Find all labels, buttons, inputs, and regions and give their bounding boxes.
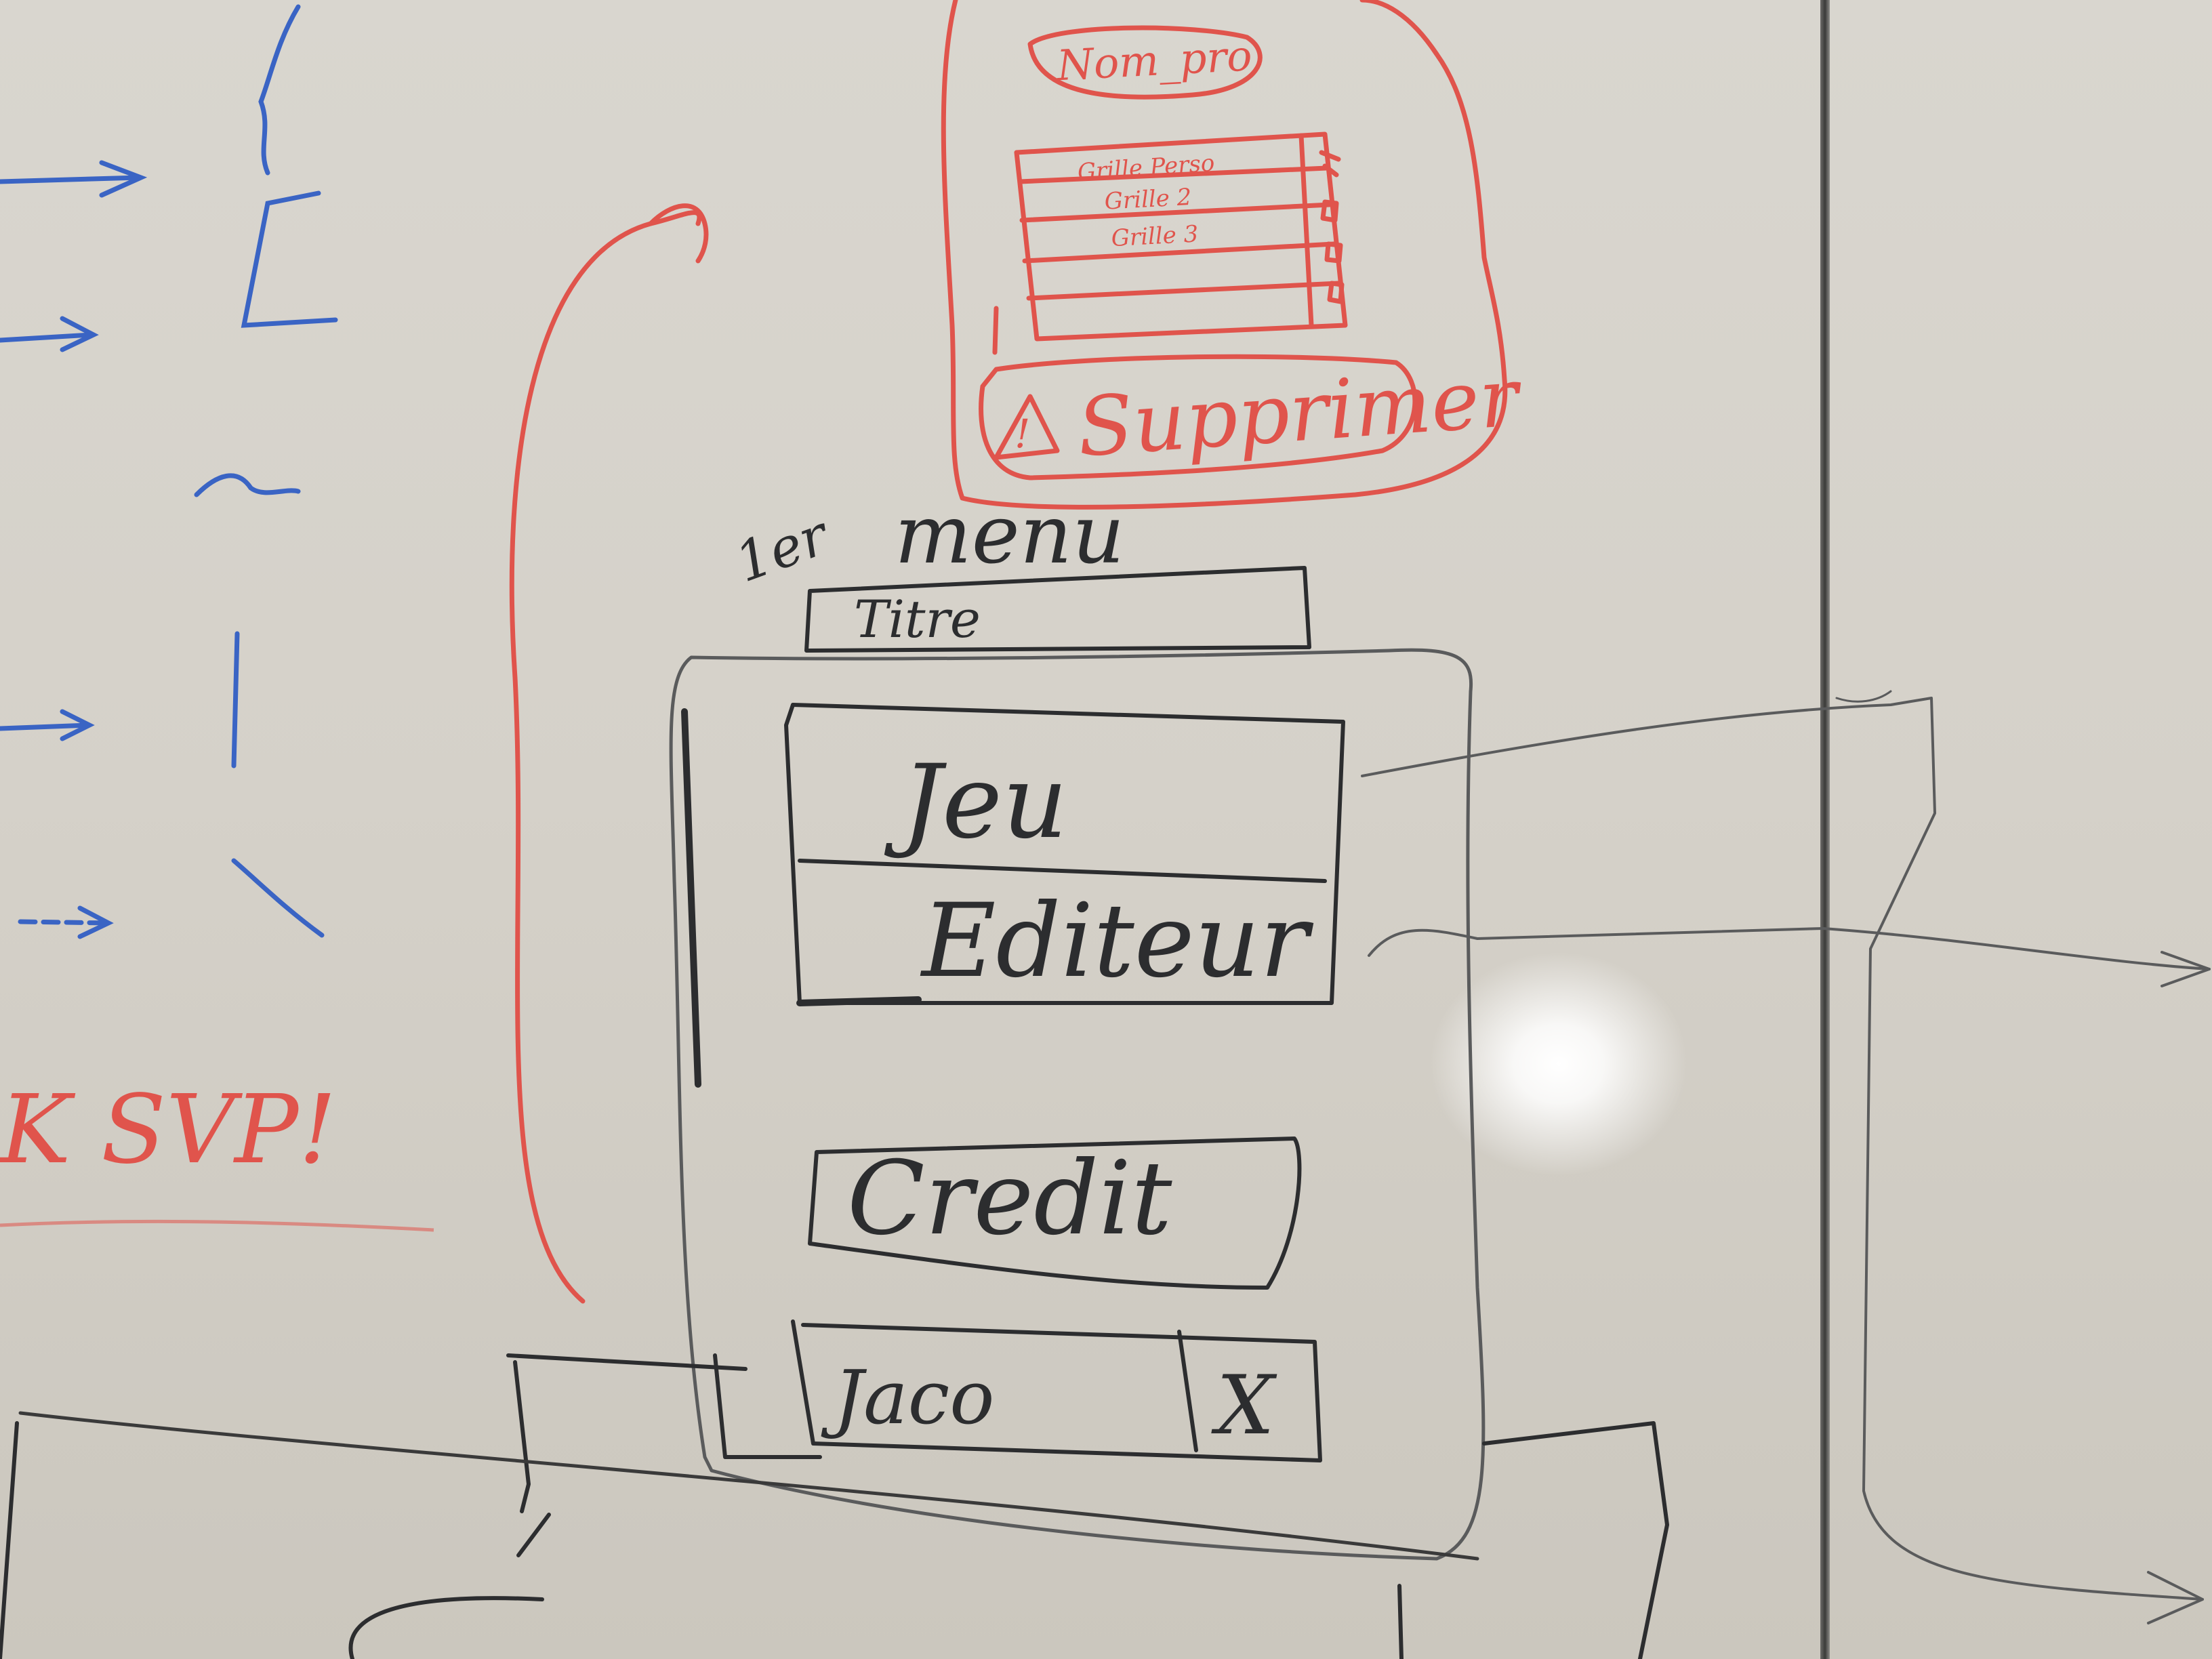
jeu-button bbox=[784, 703, 1345, 1005]
side-note-underline bbox=[0, 1219, 434, 1232]
screen-label-word: menu bbox=[895, 488, 1124, 582]
popup-sketch bbox=[509, 0, 1508, 1304]
board-seam bbox=[1820, 0, 1830, 1659]
editeur-exit-arrow bbox=[1368, 927, 2211, 970]
right-lower-frame bbox=[1482, 1421, 1669, 1659]
grid-row-1: Grille Perso bbox=[1077, 150, 1216, 186]
credit-button bbox=[808, 1136, 1302, 1290]
light-glare bbox=[1430, 952, 1687, 1176]
jeu-button-label: Jeu bbox=[884, 743, 1068, 861]
credit-button-label: Credit bbox=[847, 1140, 1172, 1258]
left-exit-arrow bbox=[506, 1353, 747, 1557]
left-blue-arrows bbox=[0, 4, 338, 939]
popup-header-pill bbox=[1027, 25, 1263, 100]
name-field-text: Jaco bbox=[821, 1354, 995, 1441]
menu-sketch bbox=[0, 566, 2211, 1659]
grid-row-2: Grille 2 bbox=[1104, 184, 1193, 216]
close-mark: X bbox=[1211, 1359, 1277, 1453]
grid-row-3: Grille 3 bbox=[1111, 220, 1200, 252]
popup-delete-button bbox=[979, 354, 1418, 480]
popup-grid-frame bbox=[1014, 131, 1348, 342]
side-note: K SVP! bbox=[0, 1075, 337, 1185]
jeu-divider bbox=[798, 859, 1327, 883]
popup-outline bbox=[941, 0, 1508, 510]
name-field bbox=[791, 1319, 1322, 1462]
popup-header-text: Nom_pro bbox=[1054, 30, 1253, 90]
name-field-divider bbox=[1177, 1330, 1198, 1452]
warning-icon bbox=[994, 394, 1060, 460]
title-box bbox=[804, 566, 1311, 653]
jeu-exit-arrow bbox=[1361, 697, 2204, 1601]
editeur-button-label: Editeur bbox=[920, 882, 1314, 1000]
screen-label-ordinal: 1er bbox=[727, 503, 839, 595]
warning-symbol: ! bbox=[1015, 411, 1030, 457]
delete-button-label: Supprimer bbox=[1074, 350, 1525, 476]
title-box-text: Titre bbox=[854, 589, 981, 649]
menu-frame bbox=[669, 648, 1486, 1561]
